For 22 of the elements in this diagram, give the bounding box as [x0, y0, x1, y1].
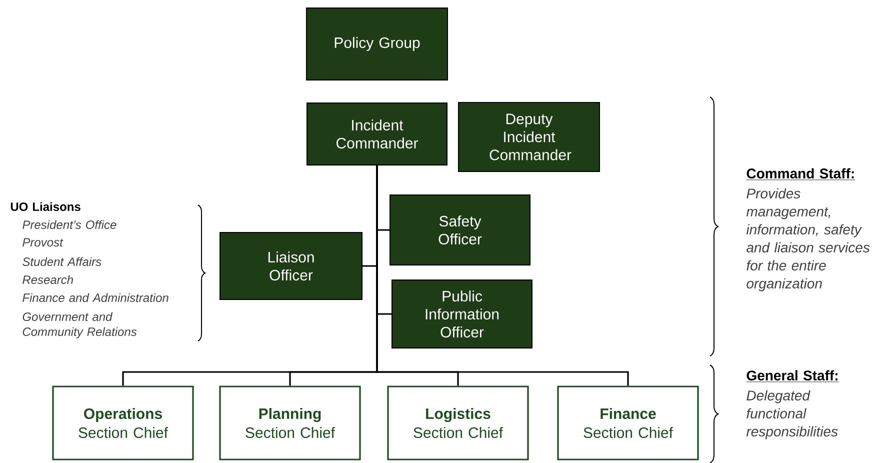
role-box: Incident Commander: [306, 102, 448, 166]
role-box: Deputy Incident Commander: [458, 102, 600, 172]
list-item: Government and Community Relations: [22, 312, 137, 338]
description-text: Provides management, information, safety and liaison services for the entire organization: [746, 188, 870, 292]
section-box: Logistics Section Chief: [387, 386, 529, 460]
list-item: Research: [22, 275, 73, 284]
list-item: Provost: [22, 238, 64, 247]
section-box: Planning Section Chief: [219, 386, 361, 460]
list-item: Finance and Administration: [22, 293, 168, 302]
role-box: Safety Officer: [390, 194, 530, 266]
section-box: Operations Section Chief: [52, 386, 194, 460]
list-item: President’s Office: [22, 220, 116, 230]
description-text: Delegated functional responsibilities: [746, 390, 838, 440]
list-item: Student Affairs: [22, 257, 102, 266]
heading-text: General Staff:: [746, 370, 839, 382]
role-box: Liaison Officer: [220, 232, 362, 300]
role-box: Public Information Officer: [392, 280, 532, 348]
connector-line: [376, 166, 629, 386]
heading-text: UO Liaisons: [10, 202, 80, 211]
heading-text: Command Staff:: [746, 168, 856, 180]
section-box: Finance Section Chief: [557, 386, 699, 460]
role-box: Policy Group: [306, 8, 448, 80]
